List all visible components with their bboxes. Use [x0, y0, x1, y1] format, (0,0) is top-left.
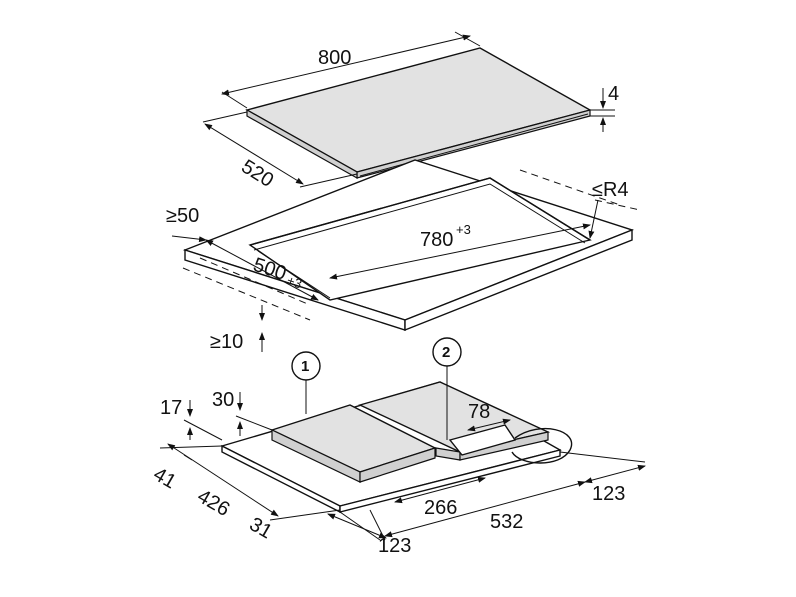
- dim-30-label: 30: [212, 389, 234, 411]
- dim-78: 78: [467, 401, 511, 432]
- hob-thickness-dimension: 4: [590, 83, 619, 132]
- hob-width-dimension: 800: [221, 31, 481, 109]
- dim-41-label: 41: [150, 463, 180, 493]
- dim-426-label: 426: [194, 485, 234, 521]
- callout-2: 2: [432, 337, 462, 440]
- dim-17-label: 17: [160, 397, 182, 419]
- dim-123-right: 123: [559, 451, 646, 505]
- callout-1: 1: [291, 351, 321, 414]
- hob-underside: [220, 381, 573, 514]
- front-clearance-dimension: ≥50: [166, 205, 207, 243]
- dim-31-label: 31: [246, 513, 276, 543]
- callout-1-label: 1: [301, 358, 309, 375]
- dim-266-label: 266: [424, 497, 457, 519]
- hob-thickness-label: 4: [608, 83, 619, 105]
- dim-30: 30: [212, 389, 273, 436]
- dim-17: 17: [160, 397, 223, 441]
- worktop-thickness-label: ≥10: [210, 331, 243, 353]
- dim-123-bottom: 123: [327, 511, 411, 557]
- dim-532-label: 532: [490, 511, 523, 533]
- worktop-thickness-dimension: ≥10: [210, 305, 265, 353]
- dim-123-right-label: 123: [592, 483, 625, 505]
- dim-123-bottom-label: 123: [378, 535, 411, 557]
- cutout-width-dimension: 780 +3: [329, 222, 591, 280]
- cutout-depth-tolerance: +3: [285, 273, 304, 292]
- callout-2-label: 2: [442, 344, 450, 361]
- hob-width-label: 800: [318, 47, 351, 69]
- hob-depth-label: 520: [237, 156, 277, 192]
- front-clearance-label: ≥50: [166, 205, 199, 227]
- cutout-width-tolerance: +3: [456, 222, 471, 237]
- corner-radius-dimension: ≤R4: [588, 179, 629, 239]
- corner-radius-label: ≤R4: [592, 179, 629, 201]
- cutout-width-label: 780: [420, 229, 453, 251]
- hob-panel: [245, 47, 592, 180]
- dim-78-label: 78: [468, 401, 490, 423]
- worktop-frame: [182, 159, 635, 332]
